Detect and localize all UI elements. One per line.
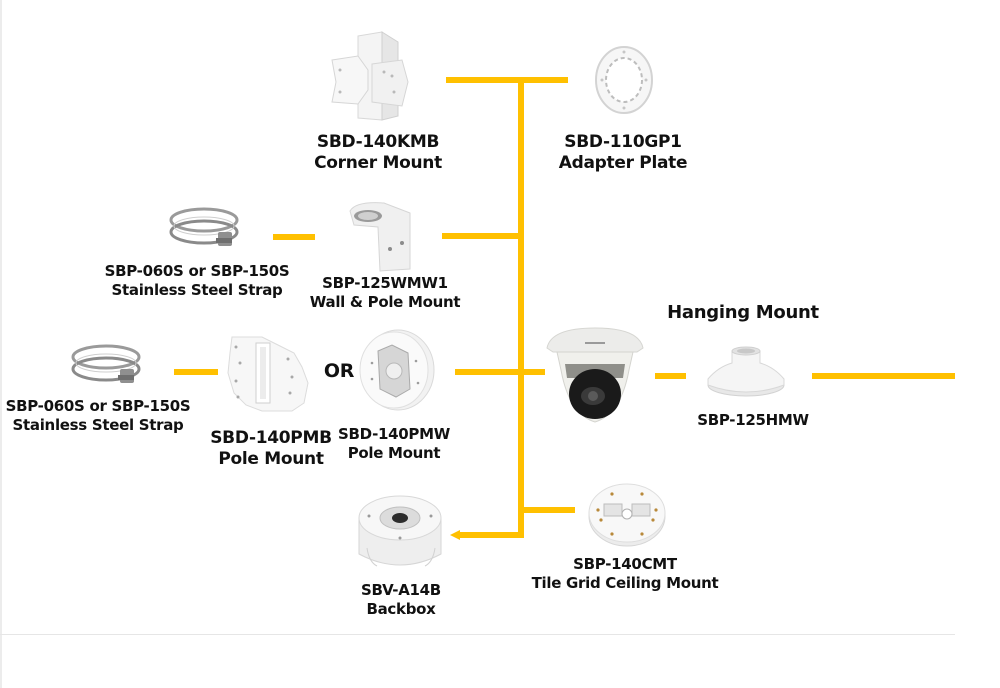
arrow-head	[450, 530, 460, 540]
pole-mount-plate-icon	[222, 333, 314, 415]
backbox-icon	[355, 492, 445, 574]
hanging-mount-icon	[704, 343, 788, 399]
ceiling-mount-icon	[586, 480, 668, 548]
dome-camera-icon	[541, 322, 649, 430]
hanging-mount-header: Hanging Mount	[667, 302, 819, 323]
pole-mount-b-label: SBD-140PMB Pole Mount	[210, 428, 332, 470]
corner-mount-icon	[328, 30, 412, 122]
ceiling-mount-label: SBP-140CMT Tile Grid Ceiling Mount	[531, 555, 719, 592]
adapter-plate-label: SBD-110GP1 Adapter Plate	[558, 132, 688, 174]
or-label: OR	[323, 360, 355, 382]
hanging-mount-label: SBP-125HMW	[697, 411, 809, 429]
pole-mount-round-icon	[356, 327, 436, 413]
corner-mount-label: SBD-140KMB Corner Mount	[314, 132, 442, 174]
wall-mount-icon	[344, 197, 420, 273]
steel-strap-icon	[68, 339, 146, 395]
left-border	[0, 0, 2, 688]
wall-pole-mount-label: SBP-125WMW1 Wall & Pole Mount	[309, 274, 461, 311]
backbox-label: SBV-A14B Backbox	[361, 581, 441, 618]
steel-strap-icon	[166, 202, 244, 258]
strap-2-label: SBP-060S or SBP-150S Stainless Steel Str…	[5, 397, 191, 434]
strap-1-label: SBP-060S or SBP-150S Stainless Steel Str…	[104, 262, 290, 299]
adapter-plate-icon	[592, 44, 656, 116]
pole-mount-w-label: SBD-140PMW Pole Mount	[338, 425, 450, 462]
bottom-divider	[0, 634, 955, 635]
